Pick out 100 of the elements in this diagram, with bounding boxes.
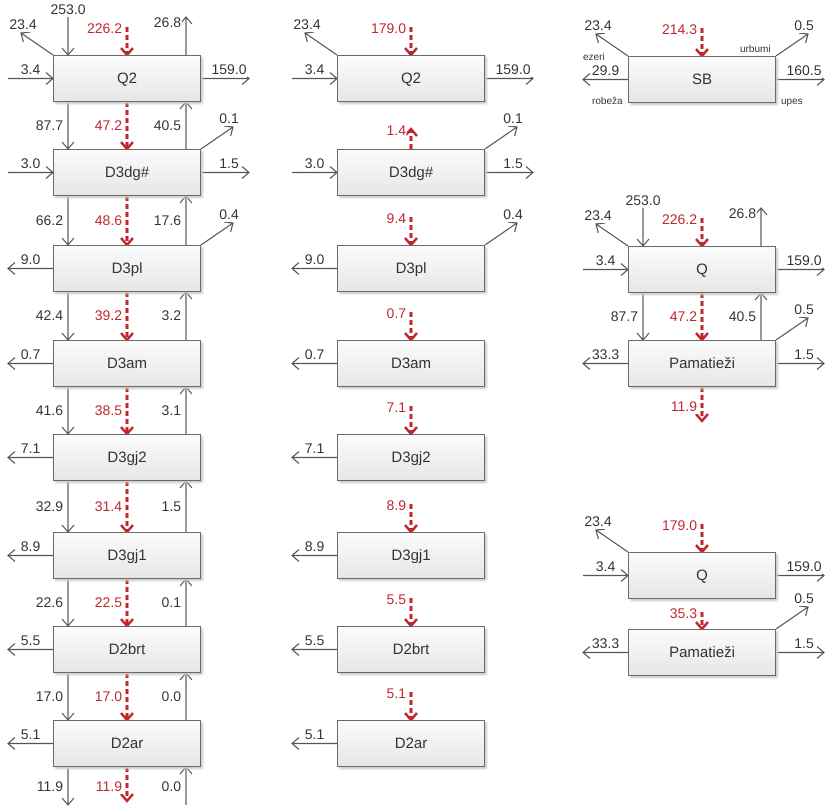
arrow <box>179 578 193 626</box>
balance-box: Q2 <box>53 55 201 102</box>
dashed-arrow <box>694 524 710 554</box>
edge-label: 160.5 <box>785 62 823 78</box>
edge-label: 66.2 <box>34 212 64 228</box>
dashed-arrow <box>404 406 418 436</box>
dashed-arrow <box>404 504 418 534</box>
edge-label: 40.5 <box>728 308 757 324</box>
arrow <box>484 125 518 150</box>
edge-label: 9.0 <box>20 252 42 266</box>
edge-label: 0.1 <box>218 111 240 126</box>
arrow <box>776 32 809 56</box>
edge-label: 9.0 <box>304 252 326 266</box>
edge-label: 0.5 <box>793 302 815 317</box>
arrow <box>61 673 75 721</box>
arrow <box>7 642 53 656</box>
dashed-arrow <box>404 312 418 342</box>
arrow <box>636 293 650 341</box>
dashed-arrow <box>120 102 134 150</box>
edge-label: 1.5 <box>793 636 815 650</box>
arrow <box>292 166 338 180</box>
arrow <box>179 101 193 149</box>
arrow <box>61 387 75 435</box>
arrow <box>595 222 628 246</box>
arrow <box>776 605 809 630</box>
dashed-arrow <box>120 481 134 534</box>
balance-box: D2brt <box>53 626 201 673</box>
arrow <box>583 568 629 582</box>
edge-label: 5.1 <box>386 686 407 701</box>
arrow <box>179 195 193 245</box>
arrow <box>776 356 825 370</box>
edge-label: 87.7 <box>610 308 639 324</box>
arrow <box>179 386 193 434</box>
edge-label: 22.6 <box>34 594 64 610</box>
balance-box: Pamatieži <box>628 629 776 676</box>
edge-label: 39.2 <box>94 308 123 323</box>
edge-label: 0.7 <box>386 306 407 321</box>
edge-label: 3.4 <box>594 558 616 574</box>
edge-label: 11.9 <box>36 779 64 794</box>
edge-label: 3.1 <box>160 402 182 418</box>
edge-label: 23.4 <box>583 514 613 529</box>
arrow <box>179 291 193 340</box>
balance-box: D3am <box>53 340 201 387</box>
arrow <box>61 196 75 246</box>
edge-label: 47.2 <box>668 308 698 324</box>
balance-box: D3dg# <box>53 149 201 196</box>
edge-label: 0.4 <box>218 207 240 222</box>
arrow <box>179 16 193 55</box>
balance-box: SB <box>628 56 776 103</box>
arrow <box>485 166 534 180</box>
arrow <box>636 208 650 247</box>
balance-box: Pamatieži <box>628 340 776 387</box>
arrow <box>179 672 193 720</box>
edge-label: 8.9 <box>20 538 42 554</box>
dashed-arrow <box>120 579 134 628</box>
edge-label: 8.9 <box>304 538 326 554</box>
edge-label: 0.4 <box>502 207 524 222</box>
edge-label: 5.1 <box>20 726 42 742</box>
edge-label: 42.4 <box>34 308 64 323</box>
flow-name-label: ezeri <box>583 52 605 63</box>
arrow <box>776 646 825 660</box>
edge-label: 8.9 <box>386 498 407 513</box>
edge-label: 5.5 <box>386 592 407 607</box>
edge-label: 11.9 <box>94 779 123 794</box>
arrow <box>61 481 75 533</box>
balance-box: D3dg# <box>337 149 485 196</box>
edge-label: 31.4 <box>94 498 123 514</box>
edge-label: 159.0 <box>494 62 532 76</box>
flow-name-label: robeža <box>592 96 623 107</box>
balance-box: D3gj1 <box>337 532 485 579</box>
edge-label: 29.9 <box>590 62 620 78</box>
arrow <box>582 72 628 86</box>
edge-label: 40.5 <box>152 118 182 132</box>
edge-label: 253.0 <box>624 193 662 208</box>
dashed-arrow <box>694 612 710 630</box>
edge-label: 11.9 <box>670 399 698 414</box>
arrow <box>61 767 75 806</box>
balance-box: D3gj2 <box>337 434 485 481</box>
dashed-arrow <box>694 387 710 422</box>
edge-label: 35.3 <box>668 606 698 621</box>
arrow <box>304 31 338 56</box>
arrow <box>291 450 337 464</box>
balance-box: D2ar <box>53 720 201 767</box>
balance-box: Q2 <box>337 55 485 102</box>
edge-label: 23.4 <box>292 17 322 32</box>
arrow <box>200 221 234 246</box>
edge-label: 3.0 <box>20 156 42 170</box>
edge-label: 17.0 <box>34 688 64 704</box>
edge-label: 214.3 <box>660 22 698 37</box>
edge-label: 0.7 <box>20 346 42 362</box>
balance-box: D3pl <box>53 245 201 292</box>
balance-box: D2brt <box>337 626 485 673</box>
arrow <box>291 262 337 276</box>
edge-label: 3.4 <box>594 252 616 268</box>
arrow <box>61 292 75 341</box>
arrow <box>7 356 53 370</box>
edge-label: 0.0 <box>160 779 182 794</box>
dashed-arrow <box>694 28 710 58</box>
edge-label: 7.1 <box>386 400 407 415</box>
arrow <box>754 292 768 340</box>
